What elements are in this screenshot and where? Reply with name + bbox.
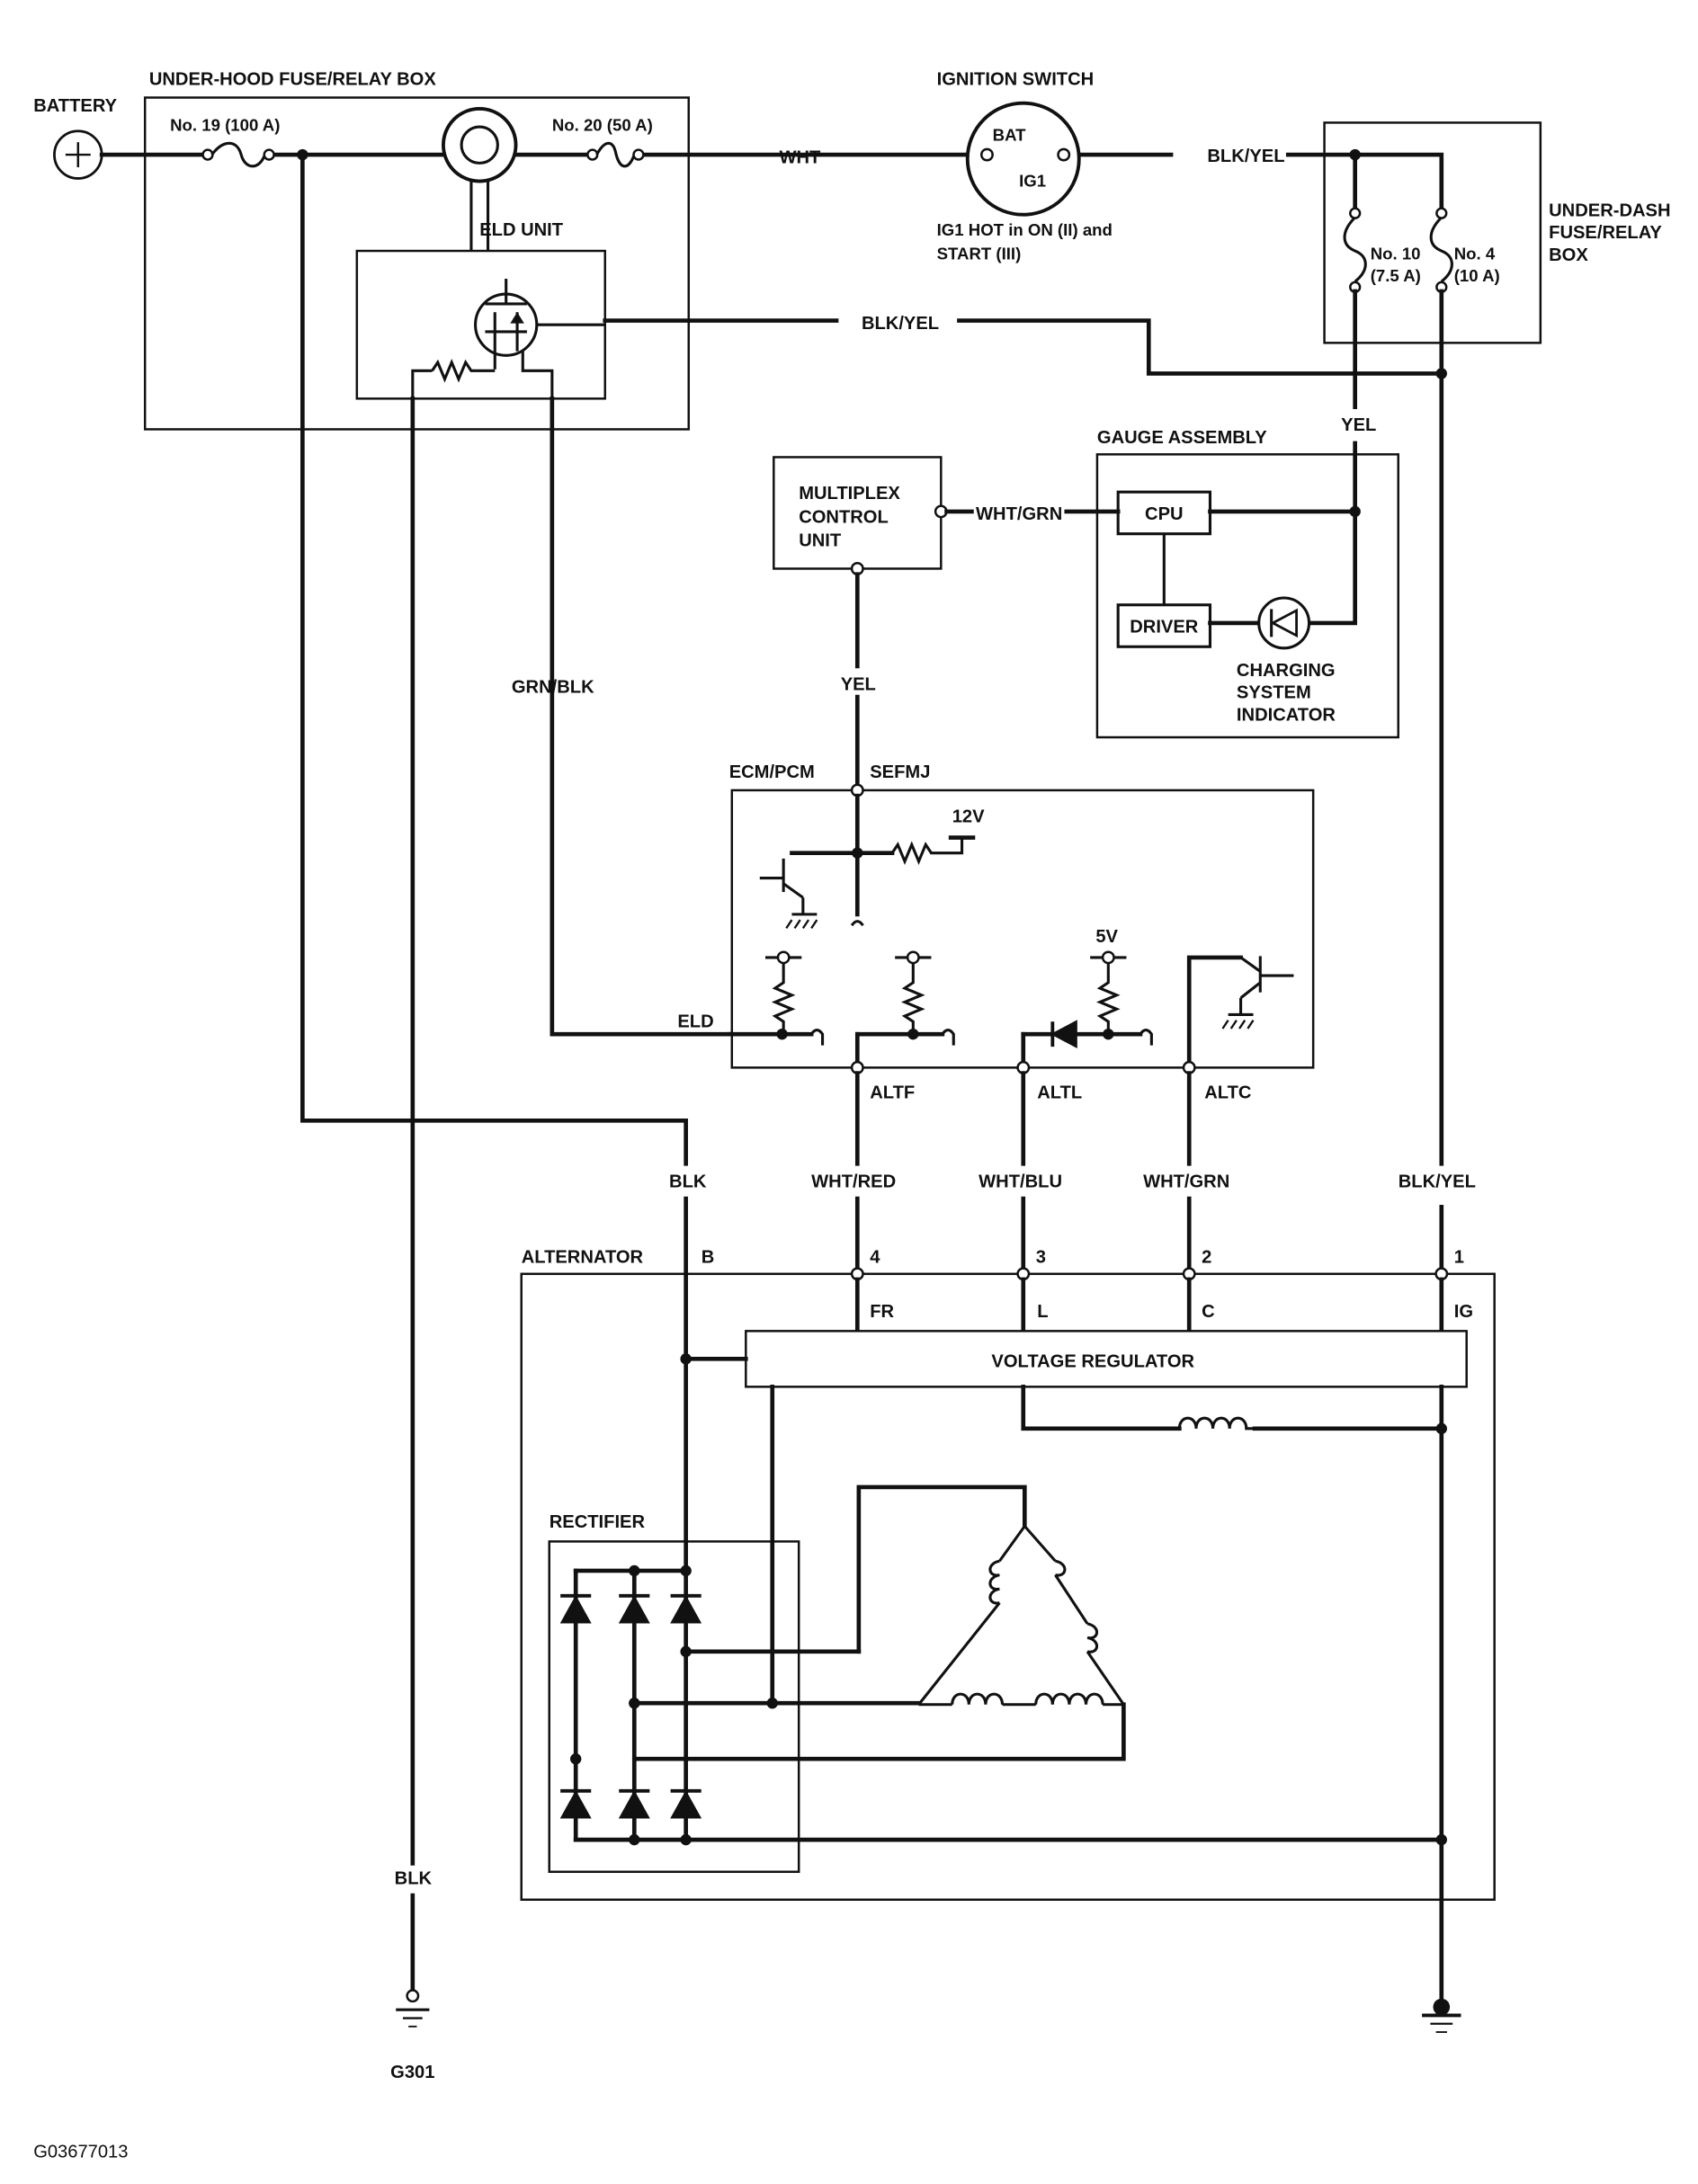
fuse-10-label-a: No. 10 <box>1371 244 1421 263</box>
battery-label: BATTERY <box>33 96 117 116</box>
fuse-20-label: No. 20 (50 A) <box>552 116 653 135</box>
eld-transistor-icon <box>474 279 539 370</box>
mcu-label-3: UNIT <box>799 531 842 551</box>
ig1-note-line1: IG1 HOT in ON (II) and <box>937 220 1113 239</box>
charging-label-2: SYSTEM <box>1237 683 1311 703</box>
gauge-assembly-label: GAUGE ASSEMBLY <box>1097 428 1267 448</box>
eld-unit-label: ELD UNIT <box>479 220 564 240</box>
voltage-regulator-block <box>745 1330 1468 1388</box>
altf-label: ALTF <box>870 1083 915 1102</box>
fuse-19-label: No. 19 (100 A) <box>170 116 280 135</box>
ig1-note-line2: START (III) <box>937 244 1022 263</box>
charging-label-3: INDICATOR <box>1237 705 1336 725</box>
ground-g301-icon <box>396 1989 430 2028</box>
ecm-pcm-box <box>730 789 1315 1069</box>
rectifier-diodes-lower <box>559 1788 702 1819</box>
altc-transistor-icon <box>1221 956 1294 1030</box>
eld-pin-label: ELD <box>677 1012 713 1031</box>
fr-label: FR <box>870 1302 894 1322</box>
battery-symbol <box>53 129 103 180</box>
charging-indicator-icon <box>1257 596 1311 650</box>
wire-blk-yel-top-label: BLK/YEL <box>1207 147 1284 166</box>
pin-3-label: 3 <box>1036 1247 1046 1267</box>
mcu-label-1: MULTIPLEX <box>799 484 900 504</box>
alternator-box <box>520 1272 1496 1902</box>
wire-blk-b-label: BLK <box>669 1172 707 1192</box>
fuse-19-icon <box>201 141 275 168</box>
pin-1-label: 1 <box>1454 1247 1464 1267</box>
fuse-10-icon <box>1343 207 1367 293</box>
alternator-label: ALTERNATOR <box>522 1247 644 1267</box>
wire-wht-red-label: WHT/RED <box>811 1172 896 1192</box>
rectifier-label: RECTIFIER <box>550 1512 646 1532</box>
wire-yel-mcu-label: YEL <box>841 674 876 694</box>
g301-label: G301 <box>390 2063 434 2082</box>
wire-wht-grn-mcu-label: WHT/GRN <box>976 504 1062 524</box>
under-dash-label-2: FUSE/RELAY <box>1549 223 1662 243</box>
fuse-4-label-b: (10 A) <box>1454 266 1500 285</box>
fuse-4-label-a: No. 4 <box>1454 244 1496 263</box>
wire-grn-blk-label: GRN/BLK <box>512 677 594 697</box>
c-label: C <box>1202 1302 1215 1322</box>
eld-unit-box <box>355 249 606 400</box>
5v-label: 5V <box>1095 927 1118 947</box>
wire-wht-grn-label: WHT/GRN <box>1143 1172 1229 1192</box>
fuse-20-icon <box>586 141 645 168</box>
wire-wht-label: WHT <box>779 147 821 167</box>
12v-label: 12V <box>952 807 985 827</box>
sefmj-label: SEFMJ <box>870 762 930 782</box>
alternator-ground-icon <box>1422 1998 1461 2033</box>
eld-sensor-ring-icon <box>441 106 518 252</box>
under-dash-label-1: UNDER-DASH <box>1549 201 1670 220</box>
gauge-assembly-box <box>1095 453 1399 739</box>
l-label: L <box>1037 1302 1048 1322</box>
b-terminal-label: B <box>702 1247 715 1267</box>
field-coil-icon <box>1177 1416 1256 1431</box>
mcu-label-2: CONTROL <box>799 507 889 527</box>
ignition-switch-label: IGNITION SWITCH <box>937 70 1095 90</box>
altc-label: ALTC <box>1204 1083 1251 1102</box>
wire-yel-gauge-label: YEL <box>1341 415 1376 435</box>
sefmj-transistor-icon <box>759 858 818 930</box>
wire-blk-yel-ig-label: BLK/YEL <box>1399 1172 1476 1192</box>
ignition-switch-body <box>965 101 1081 217</box>
ig-label: IG <box>1454 1302 1473 1322</box>
charging-label-1: CHARGING <box>1237 661 1336 681</box>
altl-label: ALTL <box>1037 1083 1082 1102</box>
under-dash-fuse-relay-box <box>1323 121 1542 344</box>
under-hood-fuse-relay-box <box>143 96 690 431</box>
rectifier-diodes-upper <box>559 1593 702 1624</box>
under-dash-label-3: BOX <box>1549 245 1588 265</box>
pin-4-label: 4 <box>870 1247 880 1267</box>
wire-blk-yel-eld-label: BLK/YEL <box>862 314 939 334</box>
driver-label: DRIVER <box>1130 618 1199 637</box>
rectifier-box <box>548 1540 800 1874</box>
wire-wht-blu-label: WHT/BLU <box>979 1172 1062 1192</box>
fuse-10-label-b: (7.5 A) <box>1371 266 1421 285</box>
stator-winding-icon <box>631 1484 1126 1761</box>
voltage-regulator-label: VOLTAGE REGULATOR <box>991 1352 1194 1372</box>
ig1-terminal-label: IG1 <box>1019 172 1046 191</box>
bat-terminal-label: BAT <box>993 126 1026 145</box>
under-hood-box-label: UNDER-HOOD FUSE/RELAY BOX <box>149 70 437 90</box>
ecm-pcm-label: ECM/PCM <box>729 762 815 782</box>
fuse-4-icon <box>1429 207 1453 293</box>
pin-2-label: 2 <box>1202 1247 1211 1267</box>
figure-code: G03677013 <box>33 2143 128 2162</box>
wire-blk-ground-label: BLK <box>395 1869 433 1889</box>
driver-block <box>1116 603 1212 648</box>
cpu-label: CPU <box>1145 504 1184 524</box>
altl-diode-icon <box>1050 1020 1077 1049</box>
